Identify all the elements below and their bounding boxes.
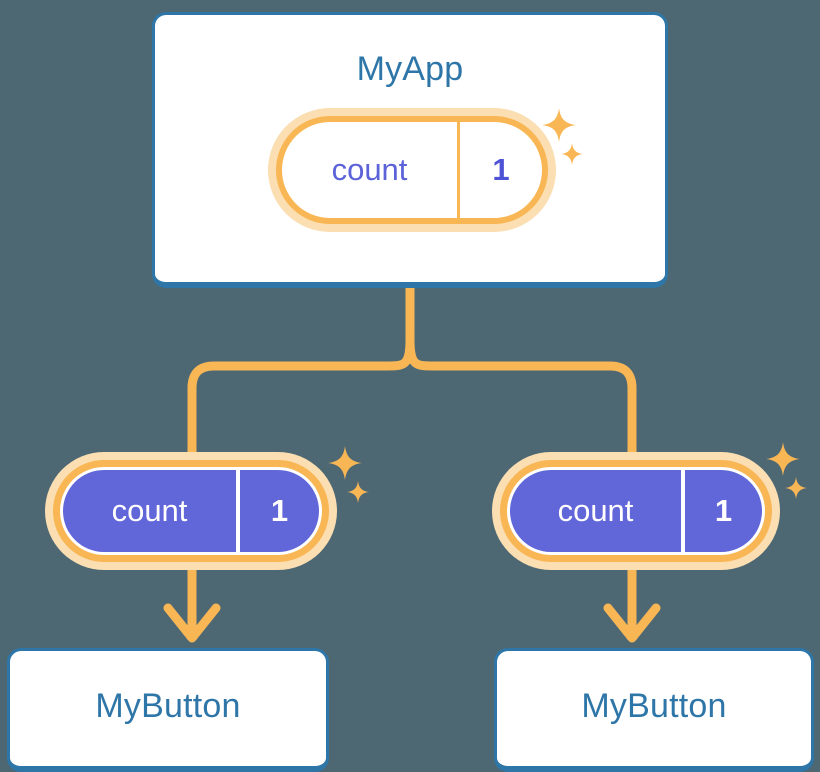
state-key: count [282,122,460,218]
pill-inner: count 1 [510,470,762,552]
component-title-mybutton: MyButton [581,687,727,725]
arrow-down-icon [163,603,221,643]
state-value: 1 [714,493,733,528]
connector-branch-left [187,335,415,457]
connector-branch-right [405,335,637,457]
state-key: count [63,470,240,552]
state-key: count [510,470,685,552]
sparkle-small-icon [785,477,807,499]
sparkle-icon [328,446,362,480]
component-card-mybutton-1[interactable]: MyButton [494,648,814,772]
component-title-myapp: MyApp [356,50,464,88]
state-pill-child-0[interactable]: count 1 [45,452,337,570]
sparkle-icon [766,442,800,476]
state-pill-child-1[interactable]: count 1 [492,452,780,570]
state-value: 1 [270,493,289,528]
state-value: 1 [492,152,510,187]
component-title-mybutton: MyButton [95,687,241,725]
state-pill-root[interactable]: count 1 [268,108,556,232]
sparkle-small-icon [347,481,369,503]
arrow-down-icon [603,603,661,643]
component-card-mybutton-0[interactable]: MyButton [7,648,329,772]
pill-inner: count 1 [63,470,319,552]
pill-body: count 1 [500,460,772,562]
pill-body: count 1 [53,460,329,562]
pill-body: count 1 [276,116,548,224]
